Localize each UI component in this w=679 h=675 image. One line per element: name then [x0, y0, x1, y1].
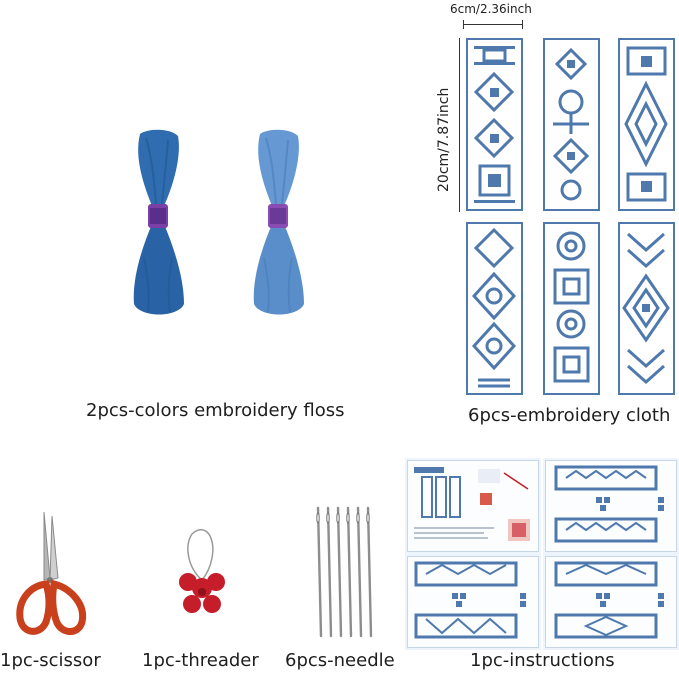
needle-icon — [316, 506, 373, 638]
width-dimension-label: 6cm/2.36inch — [450, 2, 532, 16]
instruction-sheet-1 — [407, 460, 539, 552]
caption-threader: 1pc-threader — [142, 650, 259, 671]
cloth-strip-2 — [543, 38, 600, 211]
height-dimension-line — [459, 38, 460, 212]
cloth-strip-1 — [466, 38, 523, 211]
caption-scissor: 1pc-scissor — [0, 650, 101, 671]
instruction-sheet-4 — [545, 556, 677, 648]
cloth-strip-4 — [466, 222, 523, 395]
caption-instructions: 1pc-instructions — [470, 650, 615, 671]
height-dimension-label: 20cm/7.87inch — [436, 87, 452, 192]
cloth-strip-6 — [618, 222, 675, 395]
caption-floss: 2pcs-colors embroidery floss — [86, 400, 345, 421]
threader-icon — [179, 529, 225, 613]
instruction-sheet-3 — [407, 556, 539, 648]
caption-cloth: 6pcs-embroidery cloth — [468, 405, 671, 426]
instruction-sheet-2 — [545, 460, 677, 552]
scissor-icon — [16, 511, 87, 635]
floss-skein-light — [253, 129, 304, 315]
caption-needle: 6pcs-needle — [285, 650, 395, 671]
floss-skein-dark — [133, 129, 184, 315]
width-dimension-line — [463, 24, 523, 25]
cloth-strip-5 — [543, 222, 600, 395]
cloth-strip-3 — [618, 38, 675, 211]
